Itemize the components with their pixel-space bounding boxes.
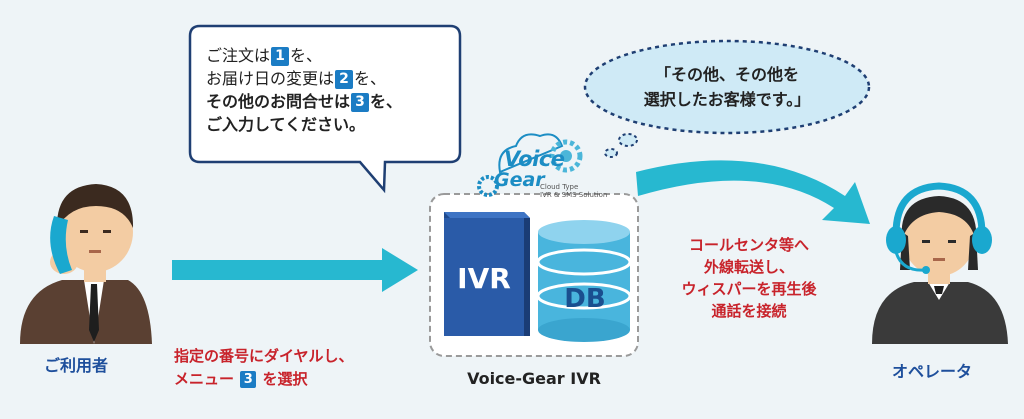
- whisper-text: 「その他、その他を 選択したお客様です。」: [643, 65, 811, 109]
- menu-number-2: 2: [335, 70, 354, 89]
- user-instruction: 指定の番号にダイヤルし、 メニュー 3 を選択: [174, 347, 354, 388]
- logo-gear-text: Gear: [494, 169, 545, 191]
- menu-number-3-selected: 3: [240, 371, 257, 388]
- logo-voice-text: Voice: [504, 147, 565, 171]
- ivr-label: IVR: [457, 262, 511, 295]
- logo-subtitle: Cloud Type IVR & SMS Solution: [540, 183, 608, 199]
- db-label: DB: [564, 284, 606, 314]
- user-label: ご利用者: [44, 356, 109, 375]
- system-label: Voice-Gear IVR: [467, 369, 601, 388]
- menu-number-1: 1: [271, 47, 290, 66]
- operator-label: オペレータ: [892, 362, 973, 381]
- operator-transfer-description: コールセンタ等へ 外線転送し、 ウィスパーを再生後 通話を接続: [681, 236, 817, 320]
- menu-number-3: 3: [351, 93, 370, 112]
